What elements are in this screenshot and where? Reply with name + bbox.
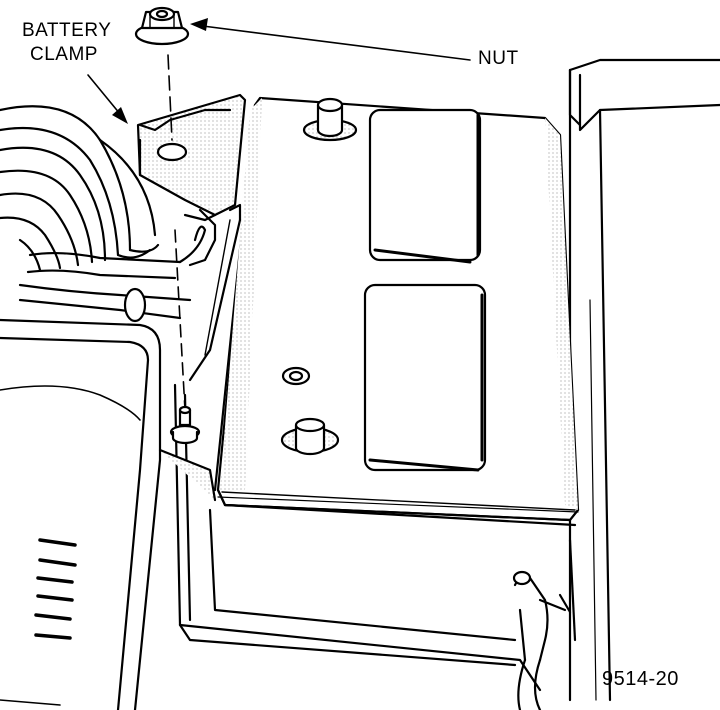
air-intake-duct: [0, 105, 160, 272]
nut-leader: [190, 18, 471, 61]
nut-label: NUT: [478, 48, 519, 69]
power-distribution-center: [0, 318, 162, 710]
hoses: [18, 225, 207, 323]
battery: [213, 96, 580, 527]
figure-number: 9514-20: [602, 668, 679, 690]
battery-clamp: [136, 93, 247, 382]
stud-bolt: [169, 405, 201, 445]
battery-clamp-label-line1: BATTERY: [22, 20, 112, 41]
battery-clamp-label-line2: CLAMP: [30, 44, 98, 65]
battery-cable: [512, 570, 572, 710]
battery-clamp-leader: [87, 74, 128, 124]
nut: [134, 6, 190, 46]
bolt-alignment-line: [167, 54, 186, 411]
side-panel: [568, 58, 720, 702]
